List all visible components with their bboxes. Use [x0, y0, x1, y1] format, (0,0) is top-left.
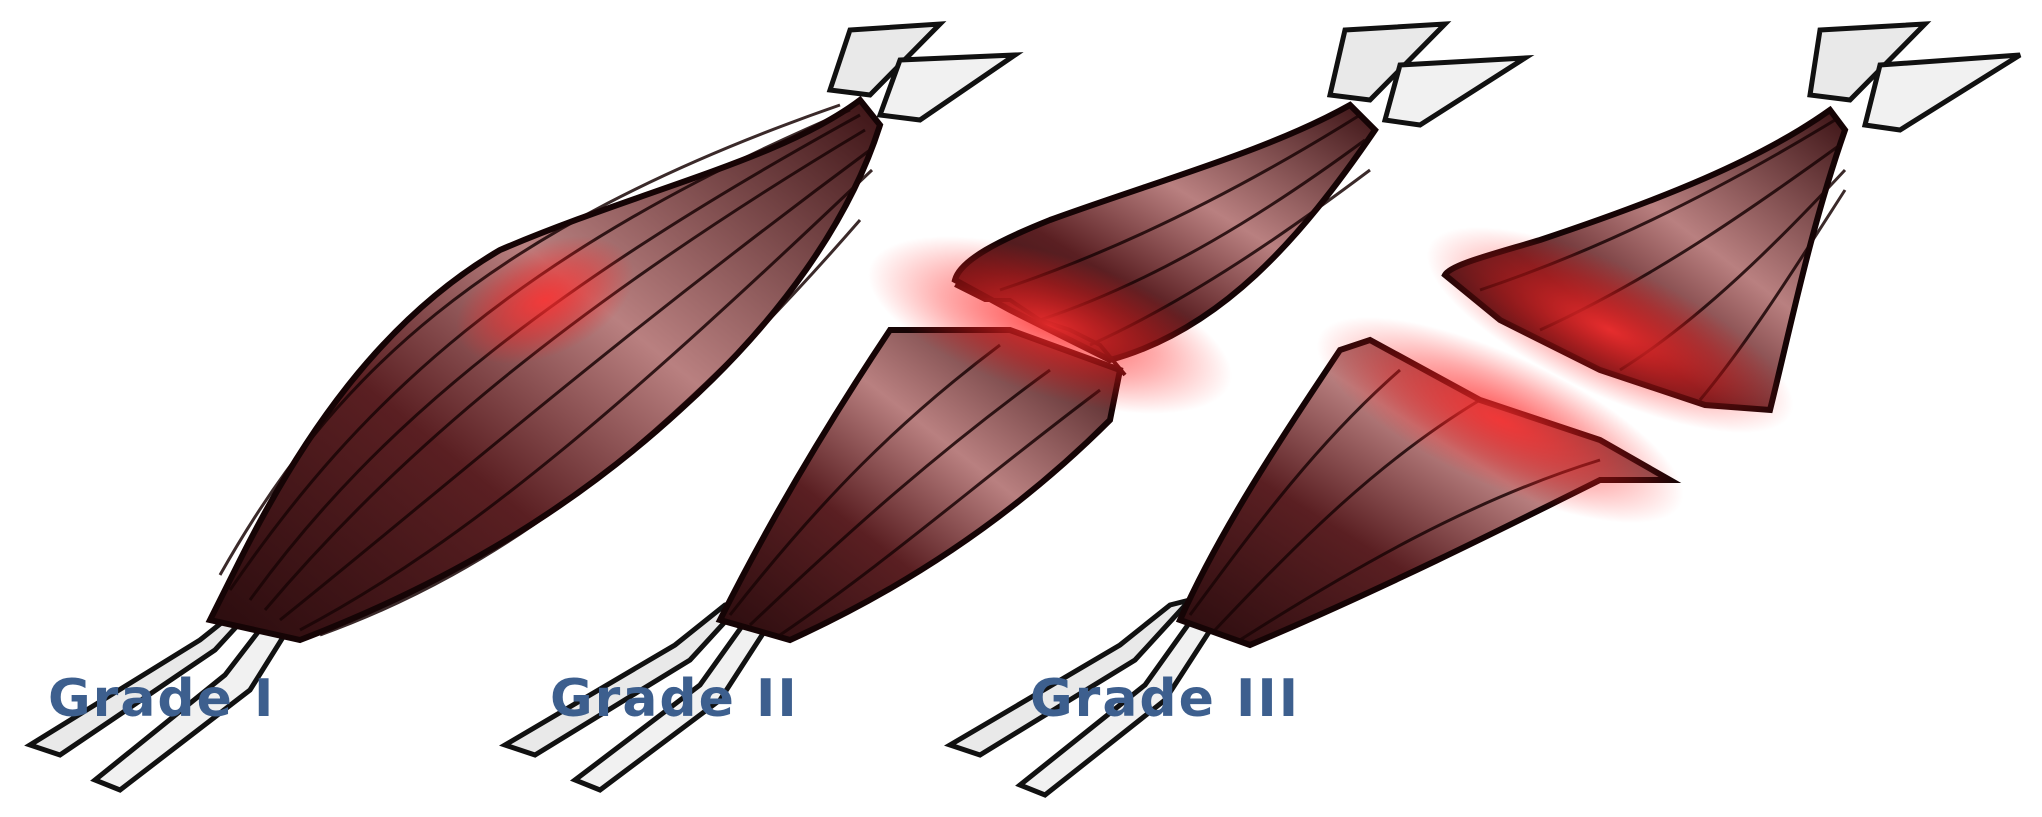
- grade-3-muscle: [943, 21, 2022, 798]
- grade-3-label: Grade III: [1030, 669, 1300, 729]
- grade-1-muscle: [24, 21, 1024, 793]
- grade-2-label: Grade II: [550, 669, 799, 729]
- grade-1-tendons: [24, 21, 1024, 793]
- grade-2-muscle: [498, 21, 1535, 793]
- grade-3-upper-injury-highlight: [1426, 226, 1794, 434]
- grade-1-label: Grade I: [48, 669, 275, 729]
- grade-2-tendons: [498, 21, 1535, 793]
- grade-2-lower-segment: [715, 327, 1124, 644]
- grade-3-tendons: [943, 21, 2022, 798]
- grade-2-injury-highlight: [868, 236, 1232, 414]
- grade-3-lower-injury-highlight: [1316, 316, 1684, 524]
- grade-1-injury-highlight: [455, 235, 635, 365]
